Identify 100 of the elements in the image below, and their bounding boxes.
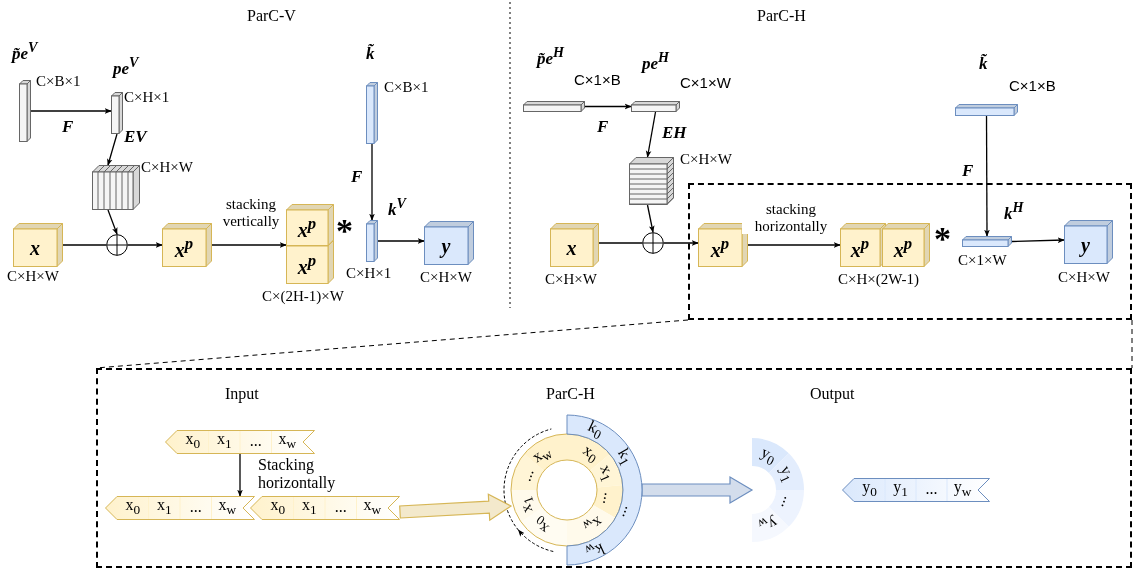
sequence-element: ... <box>925 481 938 498</box>
symbol-label: x$^{p}$ <box>297 253 317 277</box>
dimension-label: C×H×(2W-1) <box>838 272 920 287</box>
symbol-label: x$^{p}$ <box>174 236 194 260</box>
symbol-label: x$^{p}$ <box>297 216 317 240</box>
sequence-element: x$_{1}$ <box>216 431 232 451</box>
symbol-label: x <box>30 238 40 258</box>
dimension-label: C×H×W <box>680 152 732 167</box>
symbol-label: k̃ <box>366 45 375 62</box>
sequence-element: x$_{0}$ <box>185 431 201 451</box>
stacked-feature-block <box>629 157 674 205</box>
arrow <box>30 108 112 114</box>
add-circle <box>642 232 664 254</box>
output-arc <box>752 438 804 542</box>
dimension-label: C×B×1 <box>384 80 429 95</box>
edge-label: stacking vertically <box>220 196 282 229</box>
sequence-element: ... <box>249 433 262 450</box>
sequence-ribbon <box>250 496 400 520</box>
convolution-symbol: * <box>934 222 951 256</box>
feature-bar <box>366 82 378 144</box>
kernel-half-ring <box>567 415 642 565</box>
dimension-label: C×B×1 <box>36 74 81 89</box>
sequence-element: ... <box>517 466 537 484</box>
dimension-label: C×H×1 <box>346 266 392 281</box>
feature-cube <box>286 204 334 246</box>
dimension-label: C×1×B <box>574 72 621 87</box>
stacked-feature-block <box>92 165 140 210</box>
arrow <box>1011 237 1065 243</box>
symbol-label: pe$^{H}$ <box>642 50 670 72</box>
sequence-element: x$_{w}$ <box>278 431 297 451</box>
dashed-connector <box>1131 319 1133 369</box>
block-arrow <box>399 493 513 522</box>
symbol-label: x$^{p}$ <box>850 236 870 260</box>
feature-cube <box>698 223 748 267</box>
panel-title: ParC-V <box>247 8 296 24</box>
sequence-element: ... <box>599 491 619 507</box>
feature-cube <box>550 223 599 267</box>
panel-title: ParC-H <box>757 8 806 24</box>
symbol-label: pe$^{V}$ <box>113 55 139 77</box>
symbol-label: x <box>566 238 577 258</box>
dimension-label: C×H×W <box>7 269 59 284</box>
dimension-label: C×H×W <box>420 270 472 285</box>
sequence-element: y$_{0}$ <box>862 479 877 499</box>
symbol-label: k$^{V}$ <box>388 196 406 218</box>
arrow <box>747 242 841 248</box>
dimension-label: C×1×W <box>680 75 731 90</box>
block-arrow <box>641 475 754 505</box>
dimension-label: C×H×1 <box>124 90 170 105</box>
feature-bar <box>955 104 1018 116</box>
arrow <box>107 209 118 235</box>
sequence-element: y$_{w}$ <box>953 479 972 499</box>
sequence-element: x$_{w}$ <box>363 497 382 517</box>
dashed-frame <box>688 183 1132 320</box>
arrow <box>237 453 243 497</box>
feature-cube <box>882 223 930 267</box>
feature-bar <box>19 80 31 142</box>
sequence-element: x$_{w}$ <box>218 497 237 517</box>
feature-cube <box>162 223 212 267</box>
sequence-ribbon <box>105 496 255 520</box>
feature-cube <box>424 221 474 265</box>
add-circle <box>106 234 128 256</box>
sequence-element: x$_{0}$ <box>125 497 141 517</box>
sequence-element: ... <box>619 504 639 521</box>
convolution-symbol: * <box>336 214 353 248</box>
symbol-label: x$^{p}$ <box>710 236 730 260</box>
symbol-label: k$^{H}$ <box>1004 200 1024 222</box>
arrow <box>663 240 699 246</box>
arrow <box>645 111 657 158</box>
sequence-element: x$_{1}$ <box>301 497 317 517</box>
sequence-element: y$_{1}$ <box>893 479 908 499</box>
symbol-label: y <box>441 236 451 256</box>
arrow <box>377 238 425 244</box>
feature-cube <box>13 223 63 267</box>
dimension-label: C×H×W <box>1058 270 1110 285</box>
symbol-label: y <box>1081 235 1090 255</box>
feature-cube <box>286 240 334 284</box>
arrow <box>127 242 163 248</box>
dashed-frame <box>96 368 1132 568</box>
feature-bar <box>523 101 585 112</box>
feature-bar <box>366 220 378 262</box>
sequence-element: ... <box>189 499 202 516</box>
section-title: Output <box>810 386 855 402</box>
dimension-label: C×H×W <box>545 272 597 287</box>
dimension-label: C×(2H-1)×W <box>262 289 344 304</box>
feature-bar <box>631 101 680 112</box>
arrow <box>584 103 632 110</box>
connector-line <box>598 242 643 244</box>
arrow <box>646 204 655 233</box>
arrow <box>984 115 990 237</box>
dimension-label: C×1×W <box>958 253 1007 268</box>
symbol-label: k̃ <box>979 55 988 72</box>
sequence-element: x$_{1}$ <box>156 497 172 517</box>
sequence-element: x$_{0}$ <box>270 497 286 517</box>
feature-bar <box>111 92 123 134</box>
symbol-label: p̃e$^{V}$ <box>12 40 38 62</box>
sequence-ribbon <box>842 478 990 502</box>
dimension-label: C×H×W <box>141 160 193 175</box>
feature-cube <box>1064 220 1113 264</box>
feature-bar <box>962 236 1012 247</box>
arrow <box>211 242 287 248</box>
